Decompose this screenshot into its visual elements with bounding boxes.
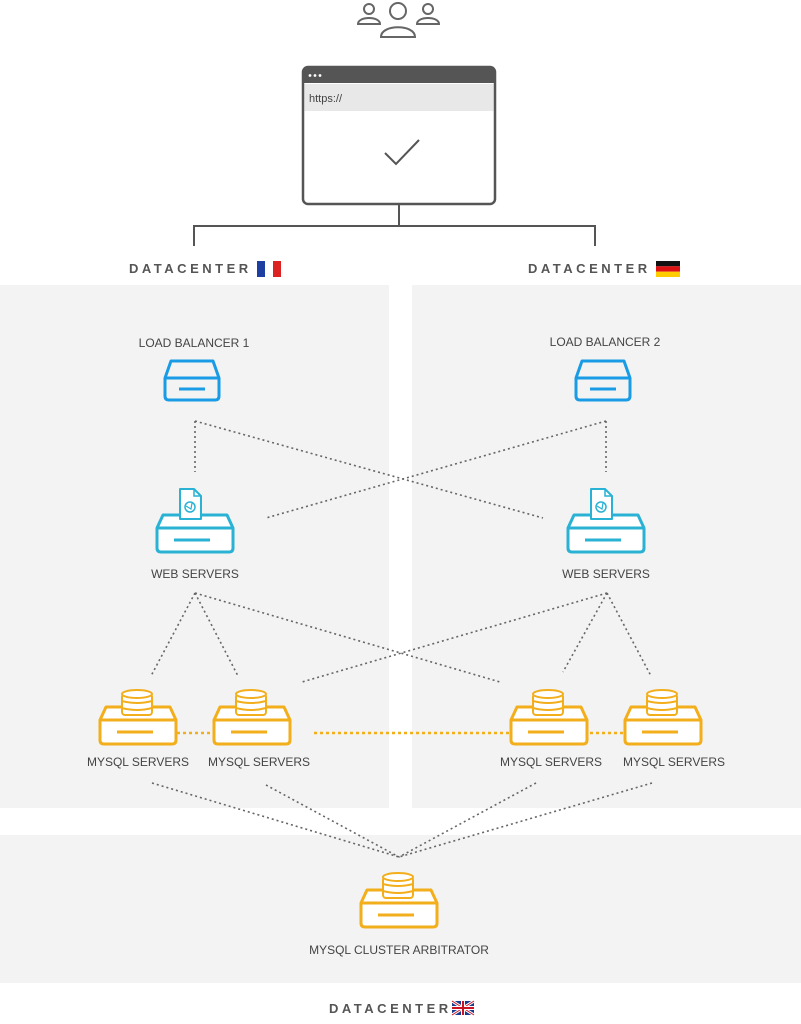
flag-uk-icon [451,999,475,1017]
mysql-servers-4-label: MYSQL SERVERS [623,755,725,769]
load-balancer-2-label: LOAD BALANCER 2 [550,335,661,349]
web-servers-1-label: WEB SERVERS [151,567,239,581]
users-group-icon [356,2,441,38]
mysql-cluster-arbitrator-label: MYSQL CLUSTER ARBITRATOR [309,943,489,957]
web-servers-2-label: WEB SERVERS [562,567,650,581]
browser-window-icon [301,65,497,206]
datacenter-uk-label: DATACENTER [329,1001,452,1016]
load-balancer-1-label: LOAD BALANCER 1 [139,336,250,350]
mysql-servers-3-label: MYSQL SERVERS [500,755,602,769]
flag-germany-icon [656,261,680,277]
network-connections [150,420,653,858]
mysql-servers-1-label: MYSQL SERVERS [87,755,189,769]
browser-connector [193,204,596,246]
mysql-servers-2-label: MYSQL SERVERS [208,755,310,769]
checkmark-icon [384,139,420,166]
datacenter-france-label: DATACENTER [129,261,252,276]
flag-france-icon [257,261,281,277]
browser-url-bar: https:// [309,93,343,105]
datacenter-germany-label: DATACENTER [528,261,651,276]
